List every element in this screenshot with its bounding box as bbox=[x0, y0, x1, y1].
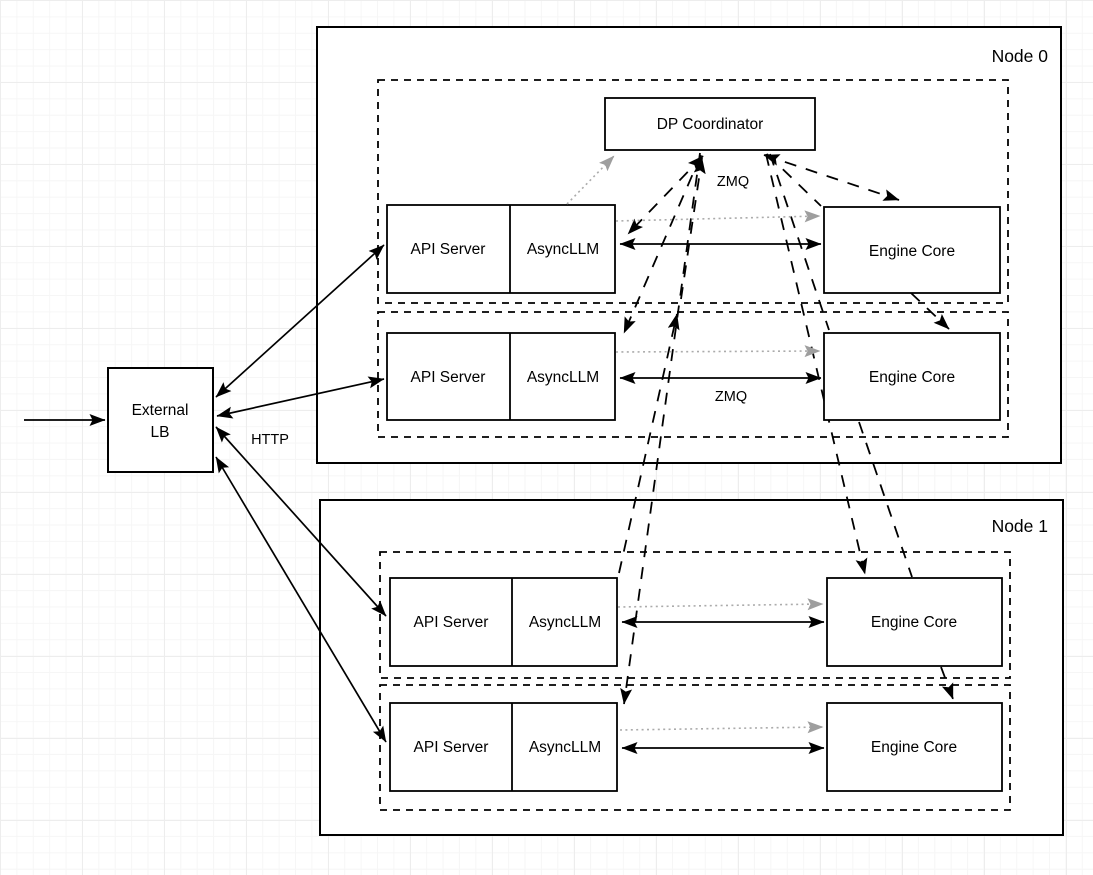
api-server-label-n0r2: API Server bbox=[411, 369, 486, 386]
dp-coordinator-box bbox=[604, 97, 816, 151]
asyncllm-label-n0r2: AsyncLLM bbox=[527, 369, 599, 386]
api-server-label-n1r2: API Server bbox=[414, 739, 489, 756]
engine-core-label-n0r2: Engine Core bbox=[869, 369, 955, 386]
api-async-box-n1r2 bbox=[389, 702, 618, 792]
edge-asyncllm-engine-dotted-n1r1 bbox=[617, 598, 824, 611]
engine-core-label-n1r2: Engine Core bbox=[871, 739, 957, 756]
edge-asyncllm-dp-dotted bbox=[566, 155, 615, 205]
engine-core-label-n1r1: Engine Core bbox=[871, 614, 957, 631]
edge-dp-engine-n1r2-dashed-b bbox=[858, 421, 913, 578]
api-async-box-n0r2 bbox=[386, 332, 616, 421]
edge-lb-api-n0r2 bbox=[216, 376, 385, 419]
node0-label: Node 0 bbox=[992, 46, 1049, 66]
edge-lb-api-n0r1 bbox=[215, 244, 385, 398]
dp-coordinator-label: DP Coordinator bbox=[657, 116, 764, 133]
edge-dp-engine-n0r1-dashed bbox=[763, 154, 900, 201]
external-lb-label-line2: LB bbox=[151, 424, 170, 441]
edge-asyncllm-n1r1-up-dashed bbox=[618, 313, 680, 574]
edge-up-into-coordinator-dashed bbox=[680, 157, 706, 300]
asyncllm-label-n1r2: AsyncLLM bbox=[529, 739, 601, 756]
node1-label: Node 1 bbox=[992, 516, 1048, 536]
edge-dp-engine-n1r2-dashed-c bbox=[940, 666, 954, 700]
api-server-label-n0r1: API Server bbox=[411, 241, 486, 258]
edge-lb-api-n1r2 bbox=[215, 456, 387, 743]
edge-asyncllm-engine-dotted-n0r1 bbox=[615, 210, 821, 223]
edge-asyncllm-engine-dotted-n0r2 bbox=[615, 345, 821, 358]
http-label: HTTP bbox=[251, 432, 289, 448]
asyncllm-label-n0r1: AsyncLLM bbox=[527, 241, 599, 258]
api-async-box-n1r1 bbox=[389, 577, 618, 667]
edge-dp-engine-n0r2-dashed-b bbox=[910, 292, 950, 330]
edge-asyncllm-engine-dotted-n1r2 bbox=[619, 721, 824, 734]
engine-core-box-n0r2 bbox=[823, 332, 1001, 421]
zmq-label-row: ZMQ bbox=[715, 389, 747, 405]
api-server-label-n1r1: API Server bbox=[414, 614, 489, 631]
node0-row1-group bbox=[377, 79, 1009, 304]
engine-core-box-n1r2 bbox=[826, 702, 1003, 792]
node1-row2-group bbox=[379, 684, 1011, 811]
external-lb-box bbox=[107, 367, 214, 473]
edge-dp-asyncllm-n0r1-dashed bbox=[627, 155, 704, 235]
edge-dp-engine-n1r1-dashed bbox=[765, 153, 868, 575]
engine-core-label-n0r1: Engine Core bbox=[869, 243, 955, 260]
engine-core-box-n1r1 bbox=[826, 577, 1003, 667]
external-lb-label-line1: External bbox=[132, 402, 189, 419]
zmq-label-coordinator: ZMQ bbox=[717, 174, 749, 190]
api-async-box-n0r1 bbox=[386, 204, 616, 294]
asyncllm-label-n1r1: AsyncLLM bbox=[529, 614, 601, 631]
engine-core-box-n0r1 bbox=[823, 206, 1001, 294]
